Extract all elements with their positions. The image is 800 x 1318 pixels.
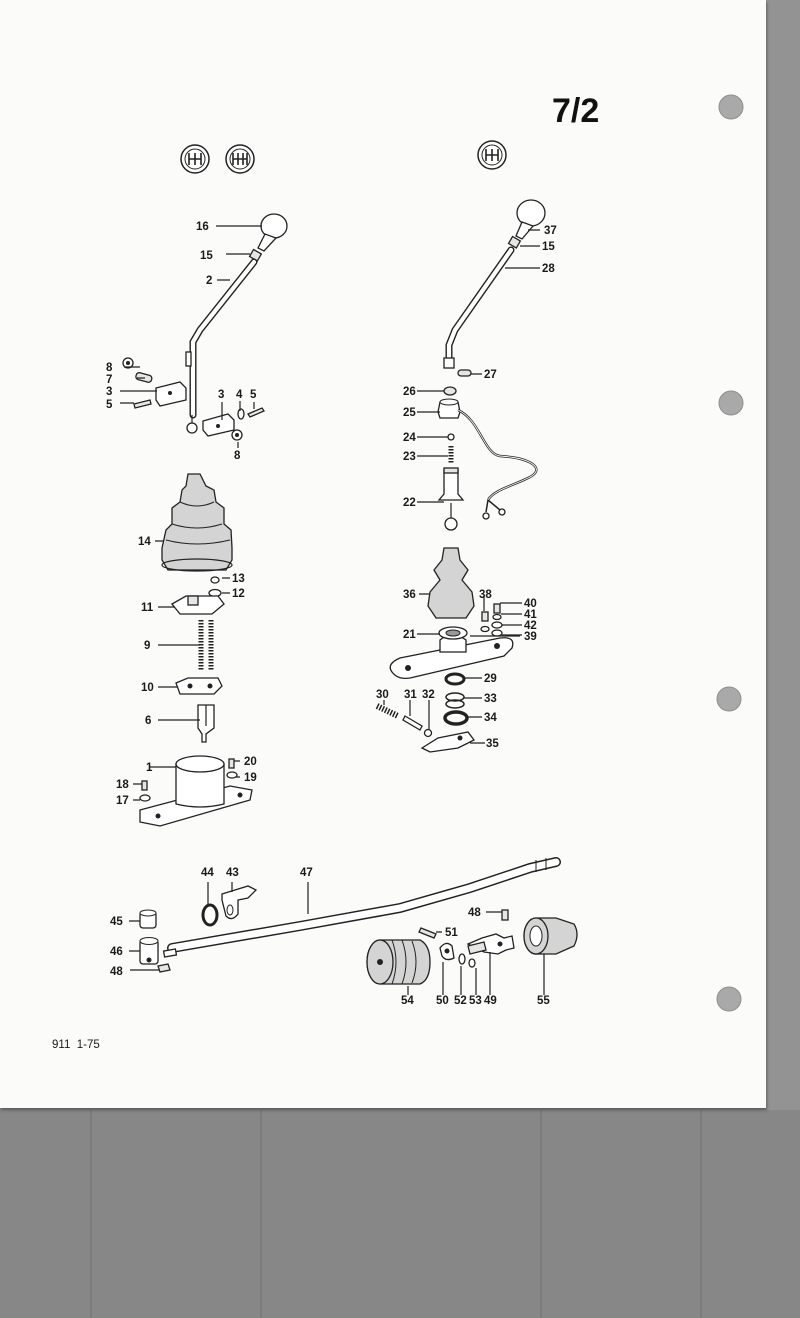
part-callout-5: 5 [106,399,113,411]
part-callout-32: 32 [422,689,435,701]
part-callout-40: 40 [524,598,537,610]
part-callout-33: 33 [484,693,497,705]
binder-hole-icon [718,390,744,416]
part-callout-4: 4 [236,389,243,401]
scan-stripe [260,1110,262,1318]
part-callout-47: 47 [300,867,313,879]
binder-hole-icon [718,94,744,120]
part-callout-50: 50 [436,995,449,1007]
part-callout-53: 53 [469,995,482,1007]
part-callout-5: 5 [250,389,257,401]
scan-stripe [540,1110,542,1318]
part-callout-35: 35 [486,738,499,750]
part-callout-23: 23 [403,451,416,463]
part-callout-22: 22 [403,497,416,509]
parts-diagram: 7/2 [52,92,744,1051]
part-callout-26: 26 [403,386,416,398]
part-callout-8: 8 [106,362,113,374]
part-callout-17: 17 [116,795,129,807]
gear-pattern-4speed-icon [180,144,210,174]
part-callout-48: 48 [110,966,123,978]
gear-pattern-sportomatic-icon [477,140,507,170]
part-callout-20: 20 [244,756,257,768]
part-callout-52: 52 [454,995,467,1007]
part-callout-36: 36 [403,589,416,601]
part-callout-2: 2 [206,275,212,287]
part-callout-46: 46 [110,946,123,958]
part-callout-21: 21 [403,629,416,641]
page-number: 7/2 [552,92,599,130]
part-callout-55: 55 [537,995,550,1007]
part-callout-8: 8 [234,450,241,462]
part-callout-14: 14 [138,536,151,548]
part-callout-12: 12 [232,588,245,600]
part-callout-39: 39 [524,631,537,643]
binder-hole-icon [716,986,742,1012]
part-callout-1: 1 [146,762,153,774]
part-callout-16: 16 [196,221,209,233]
part-callout-31: 31 [404,689,417,701]
part-callout-11: 11 [141,602,154,614]
part-callout-15: 15 [542,241,555,253]
part-callout-37: 37 [544,225,557,237]
part-callout-30: 30 [376,689,389,701]
part-callout-3: 3 [218,389,224,401]
shift-rod-linkage: 44 43 47 45 46 48 48 51 54 50 52 53 49 5… [110,857,578,1007]
part-callout-3: 3 [106,386,112,398]
part-callout-48: 48 [468,907,481,919]
left-shift-lever-assembly: 16 15 2 8 7 3 5 3 4 5 8 14 13 12 11 9 10… [106,213,288,827]
part-callout-34: 34 [484,712,497,724]
part-callout-19: 19 [244,772,257,784]
part-callout-44: 44 [201,867,214,879]
catalog-code: 911 1-75 [52,1039,100,1051]
part-callout-25: 25 [403,407,416,419]
part-callout-28: 28 [542,263,555,275]
scanner-edge [766,0,800,1110]
part-callout-18: 18 [116,779,129,791]
part-callout-9: 9 [144,640,150,652]
part-callout-7: 7 [106,374,112,386]
right-shift-lever-assembly: 37 15 28 27 26 25 24 23 22 36 38 40 41 4… [375,199,557,753]
part-callout-13: 13 [232,573,245,585]
gear-pattern-5speed-icon [225,144,255,174]
part-callout-45: 45 [110,916,123,928]
binder-hole-icon [716,686,742,712]
part-callout-43: 43 [226,867,239,879]
part-callout-49: 49 [484,995,497,1007]
part-callout-29: 29 [484,673,497,685]
catalog-page: 7/2 [0,0,766,1108]
part-callout-24: 24 [403,432,416,444]
part-callout-42: 42 [524,620,537,632]
part-callout-10: 10 [141,682,154,694]
part-callout-15: 15 [200,250,213,262]
part-callout-41: 41 [524,609,537,621]
scan-stripe [90,1110,92,1318]
part-callout-54: 54 [401,995,414,1007]
part-callout-38: 38 [479,589,492,601]
part-callout-51: 51 [445,927,458,939]
scan-stripe [700,1110,702,1318]
part-callout-6: 6 [145,715,151,727]
part-callout-27: 27 [484,369,497,381]
